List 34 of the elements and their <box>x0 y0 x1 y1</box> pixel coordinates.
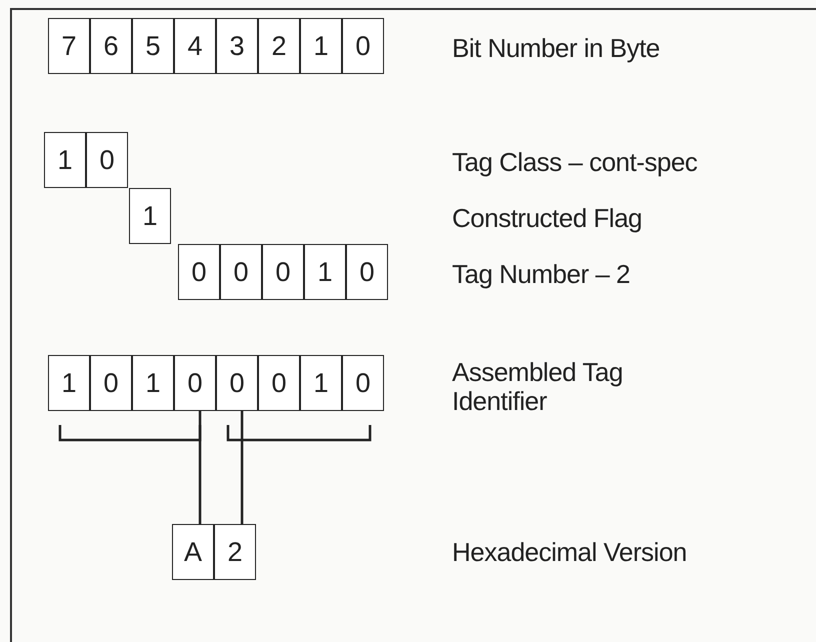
bit-cell: 4 <box>174 18 216 74</box>
bit-cell: 0 <box>90 355 132 411</box>
bit-cell: 0 <box>262 244 304 300</box>
bit-cell: 0 <box>216 355 258 411</box>
connector-line <box>198 411 202 524</box>
bit-cell: 2 <box>214 524 256 580</box>
bit-cell: 5 <box>132 18 174 74</box>
row-label: Hexadecimal Version <box>452 538 687 567</box>
bit-cell: 0 <box>174 355 216 411</box>
bit-cell: 1 <box>304 244 346 300</box>
connector-line <box>240 411 244 524</box>
bit-cell: 1 <box>132 355 174 411</box>
bit-cell: 0 <box>342 355 384 411</box>
bit-cell: A <box>172 524 214 580</box>
bit-cell: 0 <box>346 244 388 300</box>
bit-cell: 0 <box>178 244 220 300</box>
bit-cell: 0 <box>220 244 262 300</box>
row-label: Constructed Flag <box>452 204 642 233</box>
bit-cell: 1 <box>300 355 342 411</box>
bit-cell: 6 <box>90 18 132 74</box>
row-label: Tag Number – 2 <box>452 260 630 289</box>
bit-cell: 3 <box>216 18 258 74</box>
bit-cell: 1 <box>44 132 86 188</box>
bit-cell: 0 <box>342 18 384 74</box>
row-label: Tag Class – cont-spec <box>452 148 698 177</box>
bit-cell: 1 <box>48 355 90 411</box>
bit-cell: 0 <box>258 355 300 411</box>
bit-cell: 7 <box>48 18 90 74</box>
row-label: Assembled Tag Identifier <box>452 358 624 416</box>
bit-cell: 1 <box>300 18 342 74</box>
bit-cell: 2 <box>258 18 300 74</box>
row-label: Bit Number in Byte <box>452 34 660 63</box>
bit-cell: 1 <box>129 188 171 244</box>
bit-cell: 0 <box>86 132 128 188</box>
